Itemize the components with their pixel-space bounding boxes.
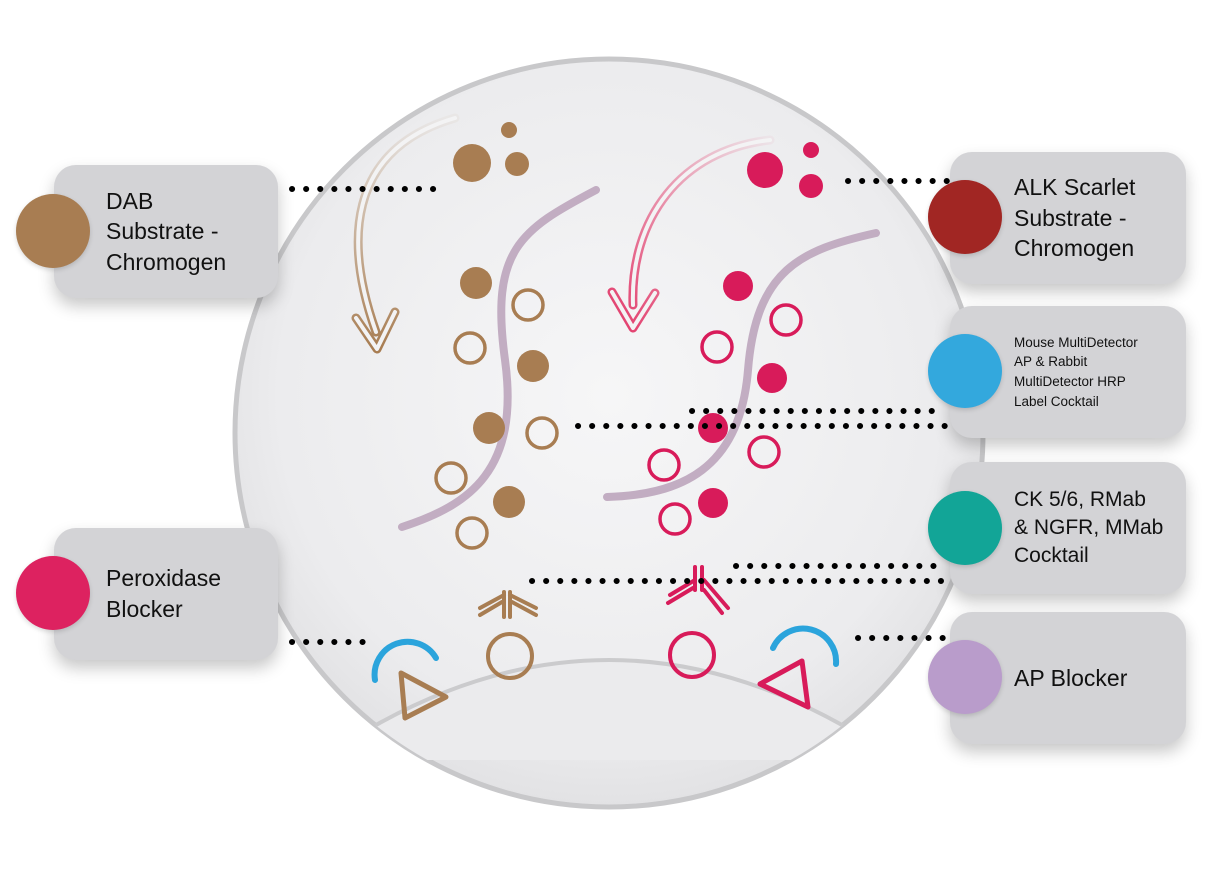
dab-deposit-open [455,516,489,550]
ck-cocktail-label: CK 5/6, RMab & NGFR, MMab Cocktail [1014,488,1164,567]
dab-particle [501,122,517,138]
peroxidase-color-dot [16,556,90,630]
alk-polymer-strand [603,229,880,501]
dab-deposit-filled [460,267,492,299]
alk-deposit-open [769,303,803,337]
dab-color-dot [16,194,90,268]
dab-antibody-icon [478,590,538,619]
dab-polymer-strand [398,186,600,531]
dab-antigen [486,632,534,680]
alk-antigen [668,631,716,679]
alk-deposit-open [700,330,734,364]
dab-reaction-arrow-inner [354,116,457,351]
ap-blocker-arc [770,625,840,667]
alk-deposit-open [647,448,681,482]
mouse-multidetector-label: Mouse MultiDetector AP & Rabbit MultiDet… [1014,334,1138,409]
ck-cocktail-color-dot [928,491,1002,565]
alk-deposit-filled [698,488,728,518]
alk-label: ALK Scarlet Substrate - Chromogen [1014,174,1136,262]
dab-particle [453,144,491,182]
dab-particle [505,152,529,176]
alk-reaction-arrow-inner [610,138,772,330]
alk-color-dot [928,180,1002,254]
ap-blocker-color-dot [928,640,1002,714]
dab-card: DAB Substrate - Chromogen [54,165,278,298]
ap-blocker-label: AP Blocker [1014,664,1128,691]
alk-particle [747,152,783,188]
dab-deposit-open [511,288,545,322]
alk-card: ALK Scarlet Substrate - Chromogen [950,152,1186,284]
alk-deposit-filled [757,363,787,393]
dab-deposit-filled [517,350,549,382]
dab-deposit-filled [473,412,505,444]
dab-deposit-open [525,416,559,450]
peroxidase-label: Peroxidase Blocker [106,565,222,622]
alk-deposit-filled [698,413,728,443]
ap-blocker-triangle [757,658,811,710]
alk-particle [803,142,819,158]
dab-label: DAB Substrate - Chromogen [106,187,227,275]
dab-deposit-open [434,461,468,495]
peroxidase-blocker-arc [371,638,439,683]
peroxidase-card: Peroxidase Blocker [54,528,278,660]
alk-deposit-filled [723,271,753,301]
dab-deposit-open [453,331,487,365]
alk-deposit-open [747,435,781,469]
alk-deposit-open [658,502,692,536]
peroxidase-blocker-triangle [398,670,449,721]
cell-surface [318,658,900,762]
alk-particle [799,174,823,198]
mouse-multidetector-color-dot [928,334,1002,408]
dab-deposit-filled [493,486,525,518]
